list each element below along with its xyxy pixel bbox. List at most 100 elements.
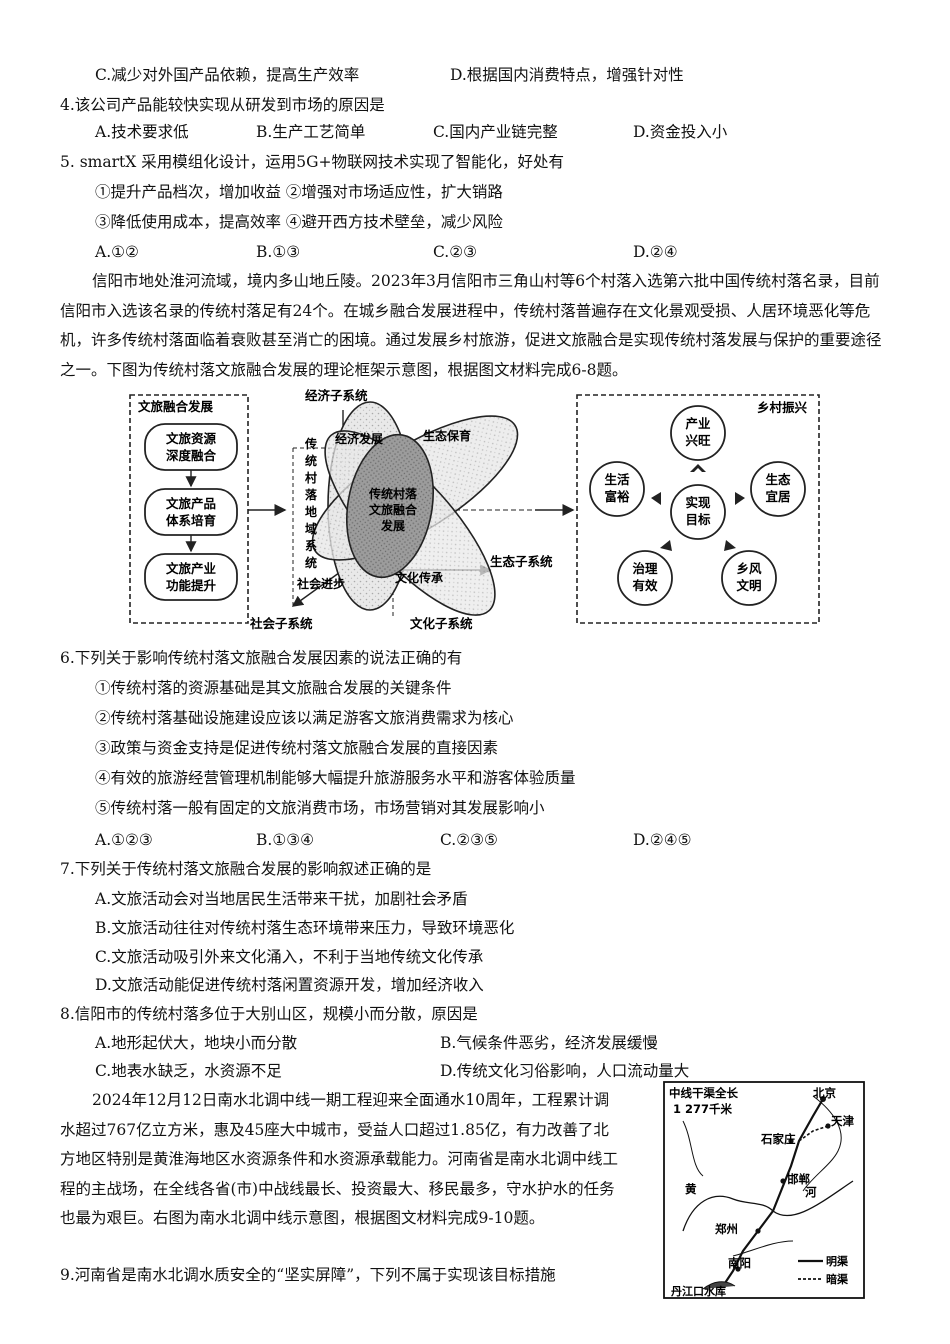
q8-stem: 8.信阳市的传统村落多位于大别山区，规模小而分散，原因是 <box>60 1005 478 1023</box>
svg-text:产业: 产业 <box>685 416 711 431</box>
yellow-river <box>682 1180 854 1232</box>
q3-option-c: C.减少对外国产品依赖，提高生产效率 <box>95 66 360 84</box>
circle-prosperity: 生活 富裕 <box>589 461 645 517</box>
q5-items-2: ③降低使用成本，提高效率 ④避开西方技术壁垒，减少风险 <box>95 213 503 231</box>
danjiangkou-label: 丹江口水库 <box>671 1284 726 1298</box>
region-system-label: 传 统 村 落 地 域 系 统 <box>304 436 318 570</box>
q7-option-b: B.文旅活动往往对传统村落生态环境带来压力，导致环境恶化 <box>95 919 515 937</box>
city-nanyang: 南阳 <box>728 1256 751 1270</box>
center-label: 传统村落 文旅融合 发展 <box>368 486 418 533</box>
q4-option-c: C.国内产业链完整 <box>433 123 558 141</box>
city-tianjin: 天津 <box>831 1114 854 1128</box>
q5-items-1: ①提升产品档次，增加收益 ②增强对市场适应性，扩大销路 <box>95 183 503 201</box>
left-box-3: 文旅产业 功能提升 <box>144 553 238 601</box>
q6-option-c: C.②③⑤ <box>440 831 498 849</box>
q3-option-d: D.根据国内消费特点，增强针对性 <box>450 66 684 84</box>
q5-option-a: A.①② <box>95 243 139 261</box>
q6-item-1: ①传统村落的资源基础是其文旅融合发展的关键条件 <box>95 679 452 697</box>
q6-option-d: D.②④⑤ <box>633 831 692 849</box>
economic-dev-label: 经济发展 <box>335 431 383 446</box>
left-panel-title: 文旅融合发展 <box>138 399 214 414</box>
legend-hidden-label: 暗渠 <box>826 1272 849 1286</box>
svg-text:文明: 文明 <box>736 578 761 593</box>
city-zhengzhou: 郑州 <box>715 1222 738 1236</box>
right-panel <box>576 394 820 624</box>
q6-stem: 6.下列关于影响传统村落文旅融合发展因素的说法正确的有 <box>60 649 463 667</box>
svg-text:文旅产业: 文旅产业 <box>166 561 217 576</box>
q8-option-a: A.地形起伏大，地块小而分散 <box>95 1034 298 1052</box>
q7-option-c: C.文旅活动吸引外来文化涌入，不利于当地传统文化传承 <box>95 948 484 966</box>
svg-text:有效: 有效 <box>632 578 658 593</box>
legend-open-label: 明渠 <box>826 1254 849 1268</box>
svg-text:系: 系 <box>305 538 317 553</box>
svg-text:体系培育: 体系培育 <box>166 513 217 528</box>
q6-item-3: ③政策与资金支持是促进传统村落文旅融合发展的直接因素 <box>95 739 499 757</box>
left-box-1: 文旅资源 深度融合 <box>144 423 238 471</box>
svg-text:域: 域 <box>305 521 317 536</box>
river-he-label: 河 <box>805 1185 817 1199</box>
svg-text:落: 落 <box>305 487 318 502</box>
q4-stem: 4.该公司产品能较快实现从研发到市场的原因是 <box>60 96 385 114</box>
city-shijiazhuang: 石家庄 <box>760 1132 796 1146</box>
map-title: 中线干渠全长 <box>669 1086 738 1100</box>
tianjin-branch <box>798 1125 829 1142</box>
svg-text:发展: 发展 <box>380 518 405 533</box>
svg-text:实现: 实现 <box>685 495 711 510</box>
open-canal-route <box>722 1098 824 1287</box>
svg-text:文旅融合: 文旅融合 <box>369 502 418 517</box>
city-handan: 邯郸 <box>787 1172 810 1186</box>
q6-item-4: ④有效的旅游经营管理机制能够大幅提升旅游服务水平和游客体验质量 <box>95 769 576 787</box>
svg-text:生态: 生态 <box>765 472 791 487</box>
river-huang-label: 黄 <box>685 1182 697 1196</box>
q6-option-b: B.①③④ <box>256 831 315 849</box>
left-panel <box>129 394 249 624</box>
q6-item-5: ⑤传统村落一般有固定的文旅消费市场，市场营销对其发展影响小 <box>95 799 545 817</box>
svg-text:功能提升: 功能提升 <box>166 578 217 593</box>
q4-option-a: A.技术要求低 <box>95 123 189 141</box>
q5-option-b: B.①③ <box>256 243 301 261</box>
passage-xinyang: 信阳市地处淮河流域，境内多山地丘陵。2023年3月信阳市三角山村等6个村落入选第… <box>60 272 882 379</box>
svg-text:文旅资源: 文旅资源 <box>166 431 217 446</box>
culture-subsystem-label: 文化子系统 <box>410 616 473 631</box>
svg-text:富裕: 富裕 <box>604 489 630 504</box>
goal-circle: 实现 目标 <box>670 484 726 540</box>
q5-option-d: D.②④ <box>633 243 678 261</box>
culture-inherit-label: 文化传承 <box>395 570 443 585</box>
q5-stem: 5. smartX 采用模组化设计，运用5G+物联网技术实现了智能化，好处有 <box>60 153 564 171</box>
q7-option-a: A.文旅活动会对当地居民生活带来干扰，加剧社会矛盾 <box>95 890 468 908</box>
q8-option-d: D.传统文化习俗影响，人口流动量大 <box>440 1062 690 1080</box>
passage-south-north-water: 2024年12月12日南水北调中线一期工程迎来全面通水10周年，工程累计调水超过… <box>60 1091 619 1227</box>
svg-text:宜居: 宜居 <box>765 489 790 504</box>
framework-diagram: 文旅融合发展 文旅资源 深度融合 文旅产品 体系培育 文旅产业 功能提升 经济子… <box>129 388 820 631</box>
circle-governance: 治理 有效 <box>617 550 673 606</box>
svg-text:深度融合: 深度融合 <box>166 448 217 463</box>
q6-item-2: ②传统村落基础设施建设应该以满足游客文旅消费需求为核心 <box>95 709 514 727</box>
svg-text:乡风: 乡风 <box>736 561 762 576</box>
svg-text:村: 村 <box>305 470 317 485</box>
svg-text:统: 统 <box>305 453 317 468</box>
circle-civilization: 乡风 文明 <box>721 550 777 606</box>
svg-text:目标: 目标 <box>685 512 711 527</box>
right-panel-title: 乡村振兴 <box>757 400 808 415</box>
svg-text:治理: 治理 <box>632 561 658 576</box>
ecological-protect-label: 生态保育 <box>423 428 471 443</box>
center-ellipse <box>345 433 435 579</box>
left-box-2: 文旅产品 体系培育 <box>144 488 238 536</box>
city-beijing: 北京 <box>813 1086 836 1100</box>
svg-text:统: 统 <box>305 555 317 570</box>
q7-option-d: D.文旅活动能促进传统村落闲置资源开发，增加经济收入 <box>95 976 484 994</box>
q4-option-b: B.生产工艺简单 <box>256 123 366 141</box>
economic-subsystem-label: 经济子系统 <box>305 388 368 403</box>
circle-industry: 产业 兴旺 <box>670 405 726 461</box>
q7-stem: 7.下列关于传统村落文旅融合发展的影响叙述正确的是 <box>60 860 432 878</box>
q8-option-b: B.气候条件恶劣，经济发展缓慢 <box>440 1034 658 1052</box>
circle-ecology: 生态 宜居 <box>750 461 806 517</box>
social-progress-label: 社会进步 <box>296 576 345 591</box>
ecological-subsystem-label: 生态子系统 <box>490 554 553 569</box>
q6-option-a: A.①②③ <box>95 831 153 849</box>
svg-text:地: 地 <box>305 504 317 519</box>
q8-option-c: C.地表水缺乏，水资源不足 <box>95 1062 282 1080</box>
goal-arrows <box>651 464 745 551</box>
map-length: 1 277千米 <box>673 1102 733 1116</box>
social-subsystem-label: 社会子系统 <box>249 616 313 631</box>
